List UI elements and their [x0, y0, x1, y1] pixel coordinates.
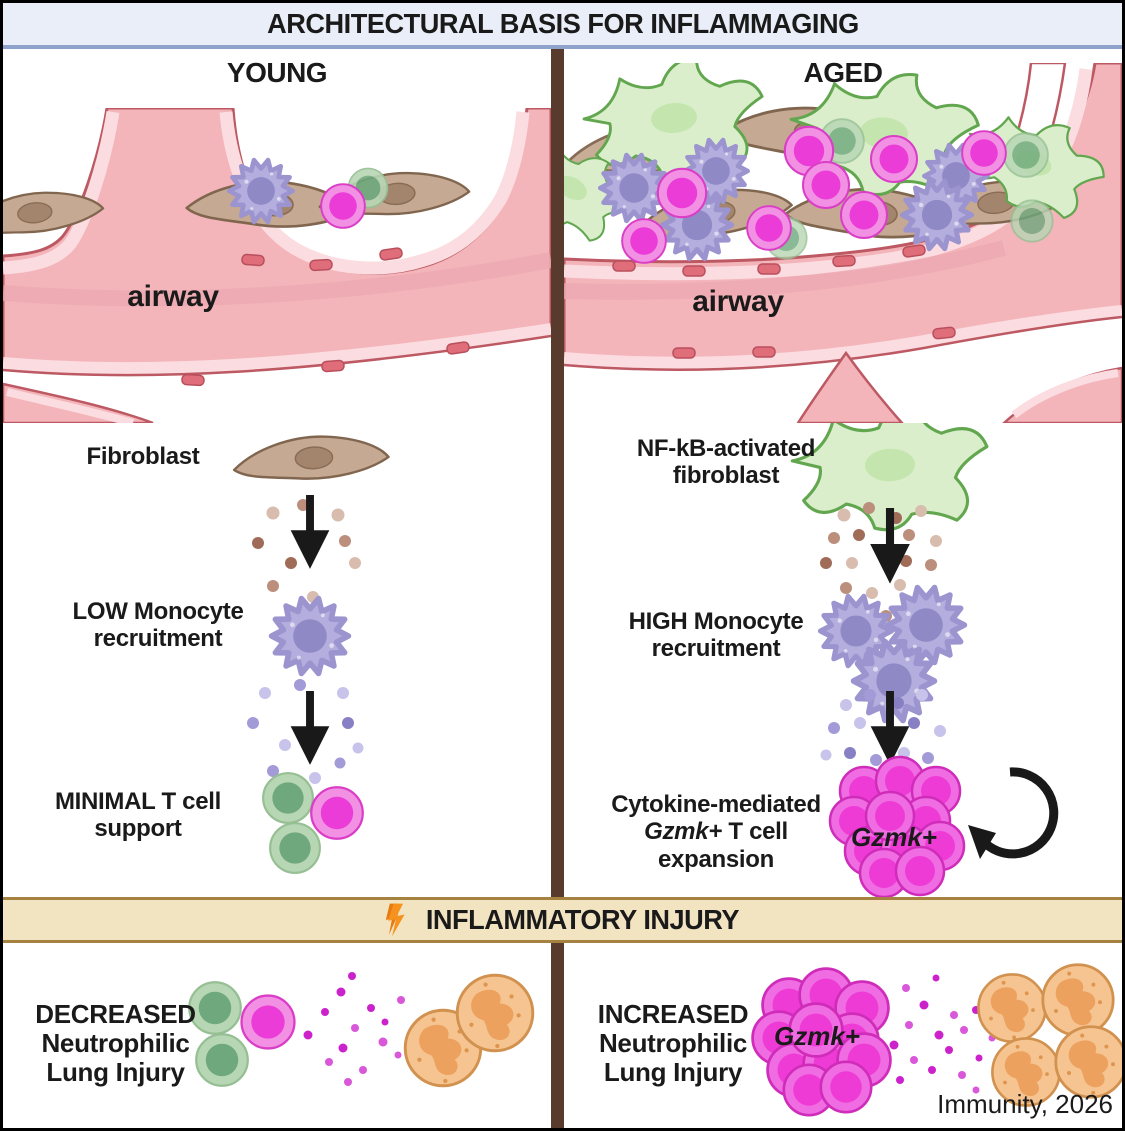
increased-line2: Neutrophilic [598, 1028, 748, 1059]
low-monocyte-label: LOW Monocyte recruitment [33, 598, 283, 653]
gzmk-t-cell-cluster: Gzmk+ [828, 755, 966, 897]
nfkb-line1: NF-kB-activated [636, 435, 816, 462]
t-cell-magenta-icon [621, 218, 667, 264]
minimal-tcell-line1: MINIMAL T cell [54, 788, 222, 815]
cytokine-dots-purple [247, 679, 364, 784]
neutrophil-cell-icon [977, 973, 1047, 1043]
t-cell-green-icon [262, 772, 314, 824]
arrow-down-icon [290, 691, 330, 765]
gzmk-gene-text: Gzmk+ [644, 818, 722, 846]
title-banner: ARCHITECTURAL BASIS FOR INFLAMMAGING [3, 3, 1122, 49]
gzmk-expansion-line2: Gzmk+ T cell [586, 818, 846, 845]
fibroblast-label: Fibroblast [86, 443, 200, 470]
gzmk-expansion-line1: Cytokine-mediated [611, 791, 821, 818]
panel-header-young: YOUNG [226, 57, 328, 88]
decreased-injury-label: DECREASED Neutrophilic Lung Injury [23, 999, 208, 1088]
cytokine-dots-tan [252, 499, 361, 603]
page-title: ARCHITECTURAL BASIS FOR INFLAMMAGING [266, 8, 859, 39]
panel-divider [551, 49, 564, 1128]
cytokine-dots-magenta [303, 972, 405, 1086]
inflammatory-injury-banner: INFLAMMATORY INJURY [3, 897, 1122, 943]
gzmk-t-cell-cluster: Gzmk+ [751, 967, 892, 1117]
aged-cascade-illustration: Gzmk+ [788, 423, 1122, 897]
neutrophil-cell-icon [1041, 963, 1115, 1037]
arrow-down-icon [290, 495, 330, 569]
decreased-line2: Neutrophilic [41, 1028, 190, 1059]
gzmk-expansion-line2-rest: T cell [721, 818, 788, 846]
airway-label-young: airway [127, 280, 219, 313]
t-cell-magenta-icon [802, 161, 850, 209]
low-monocyte-line1: LOW Monocyte [72, 598, 244, 625]
t-cell-green-icon [269, 822, 321, 874]
high-monocyte-line1: HIGH Monocyte [628, 608, 804, 635]
gzmk-expansion-line3: expansion [658, 845, 774, 873]
aged-injury-illustration: Gzmk+ [751, 963, 1122, 1117]
nfkb-line2: fibroblast [672, 462, 780, 490]
decreased-line1: DECREASED [35, 999, 196, 1029]
neutrophil-cell-icon [455, 973, 535, 1053]
young-injury-illustration [188, 972, 535, 1088]
high-monocyte-label: HIGH Monocyte recruitment [591, 608, 841, 663]
fibroblast-cell-icon [231, 431, 391, 484]
increased-line1: INCREASED [597, 999, 749, 1029]
airway-illustration-young [3, 108, 551, 423]
increased-line3: Lung Injury [603, 1057, 743, 1088]
high-monocyte-line2: recruitment [651, 635, 781, 663]
minimal-tcell-label: MINIMAL T cell support [23, 788, 253, 843]
gzmk-cluster-label: Gzmk+ [774, 1021, 860, 1051]
t-cell-green-icon [1003, 132, 1049, 178]
decreased-line3: Lung Injury [46, 1057, 185, 1088]
t-cell-magenta-icon [961, 130, 1007, 176]
t-cell-magenta-icon [746, 205, 792, 251]
t-cell-green-icon [1010, 199, 1054, 243]
airway-illustration-aged [564, 63, 1122, 423]
journal-credit: Immunity, 2026 [937, 1089, 1113, 1119]
t-cell-magenta-icon [310, 786, 364, 840]
minimal-tcell-line2: support [94, 815, 182, 843]
t-cell-magenta-icon [320, 183, 366, 229]
t-cell-magenta-icon [870, 135, 918, 183]
gzmk-expansion-label: Cytokine-mediated Gzmk+ T cell expansion [586, 791, 846, 873]
t-cell-magenta-icon [840, 191, 888, 239]
gzmk-cluster-label: Gzmk+ [851, 822, 937, 852]
lightning-bolt-icon [385, 903, 405, 937]
neutrophil-cell-icon [1054, 1025, 1122, 1099]
panel-header-aged: AGED [803, 57, 883, 88]
nfkb-fibroblast-label: NF-kB-activated fibroblast [601, 435, 851, 490]
monocyte-cell-icon [272, 599, 349, 674]
t-cell-magenta-icon [240, 994, 296, 1050]
young-cascade-illustration [231, 431, 391, 874]
increased-injury-label: INCREASED Neutrophilic Lung Injury [583, 999, 763, 1088]
airway-label-aged: airway [692, 285, 784, 318]
banner-label: INFLAMMATORY INJURY [425, 904, 740, 935]
minimal-t-cells [262, 772, 364, 874]
low-monocyte-line2: recruitment [93, 625, 223, 653]
t-cell-magenta-icon [656, 167, 708, 219]
self-renewal-arrow-icon [968, 772, 1054, 859]
